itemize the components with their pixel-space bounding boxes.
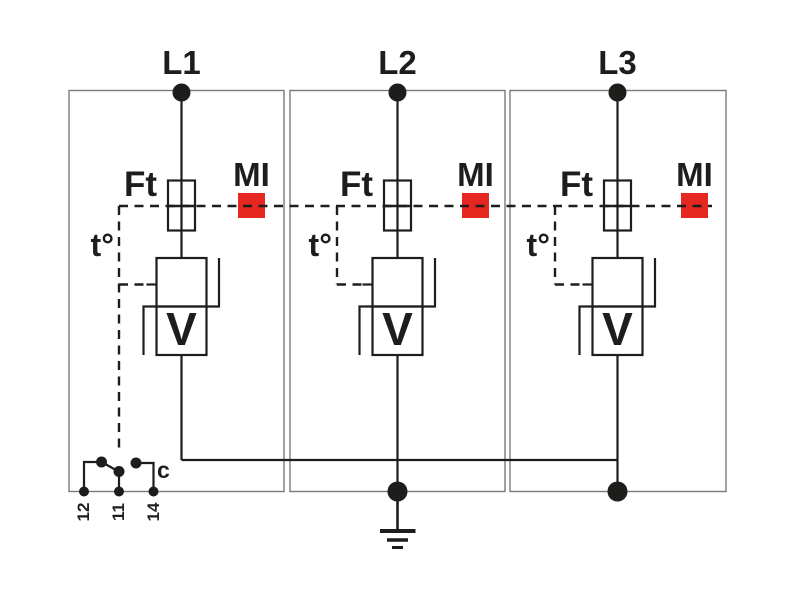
disconnect-mark-left bbox=[578, 305, 593, 355]
fuse-label-phase3: Ft bbox=[559, 165, 593, 204]
varistor-box bbox=[591, 305, 644, 357]
terminal-dot-icon-pe-right bbox=[607, 481, 628, 502]
contact-dot-12 bbox=[96, 456, 107, 468]
varistor-symbol-phase1 bbox=[142, 256, 221, 357]
terminal-label-11: 11 bbox=[109, 503, 128, 521]
terminal-dot-icon-pe-center bbox=[387, 481, 408, 502]
disconnect-mark-right bbox=[422, 258, 437, 308]
disconnector-box bbox=[591, 256, 644, 308]
phase-label-l1: L1 bbox=[162, 44, 201, 81]
terminal-dot-icon-l3 bbox=[608, 83, 627, 102]
varistor-box bbox=[155, 305, 208, 357]
varistor-label-phase1: V bbox=[166, 303, 197, 355]
varistor-symbol-phase2 bbox=[358, 256, 437, 357]
terminal-dot-icon-l2 bbox=[388, 83, 407, 102]
monitoring-label-phase3: MI bbox=[676, 156, 713, 193]
disconnector-box bbox=[155, 256, 208, 308]
varistor-symbols bbox=[142, 256, 657, 357]
terminal-dot-icon-11 bbox=[114, 486, 124, 497]
varistor-symbol-phase3 bbox=[578, 256, 657, 357]
terminal-dot-icon-l1 bbox=[172, 83, 191, 102]
thermal-label-phase3: t° bbox=[526, 227, 550, 263]
disconnect-mark-left bbox=[358, 305, 373, 355]
varistor-box bbox=[371, 305, 424, 357]
thermal-label-phase1: t° bbox=[90, 227, 114, 263]
terminal-label-12: 12 bbox=[74, 502, 93, 522]
varistor-label-phase2: V bbox=[382, 303, 413, 355]
phase-label-l2: L2 bbox=[378, 44, 417, 81]
fuse-label-phase1: Ft bbox=[123, 165, 157, 204]
changeover-switch-icon bbox=[79, 456, 159, 497]
disconnector-box bbox=[371, 256, 424, 308]
monitoring-label-phase1: MI bbox=[233, 156, 270, 193]
monitoring-label-phase2: MI bbox=[457, 156, 494, 193]
enclosure-box-phase1 bbox=[68, 89, 285, 493]
earth-ground-icon bbox=[380, 501, 416, 549]
disconnect-mark-right bbox=[642, 258, 657, 308]
disconnect-mark-left bbox=[142, 305, 157, 355]
terminal-label-14: 14 bbox=[143, 502, 163, 522]
contact-wire-12 bbox=[82, 460, 102, 491]
phase-label-l3: L3 bbox=[598, 44, 637, 81]
signalling-dashed-lines bbox=[117, 204, 712, 448]
contact-label: c bbox=[157, 457, 170, 483]
contact-dot-pivot bbox=[113, 466, 125, 477]
terminal-dot-icon-14 bbox=[148, 486, 159, 497]
contact-wire-14 bbox=[136, 461, 155, 491]
thermal-label-phase2: t° bbox=[308, 227, 332, 263]
disconnect-mark-right bbox=[206, 258, 221, 308]
fuse-label-phase2: Ft bbox=[339, 165, 373, 204]
varistor-label-phase3: V bbox=[602, 303, 633, 355]
contact-dot-14 bbox=[130, 457, 142, 469]
terminal-dot-icon-12 bbox=[79, 486, 89, 497]
